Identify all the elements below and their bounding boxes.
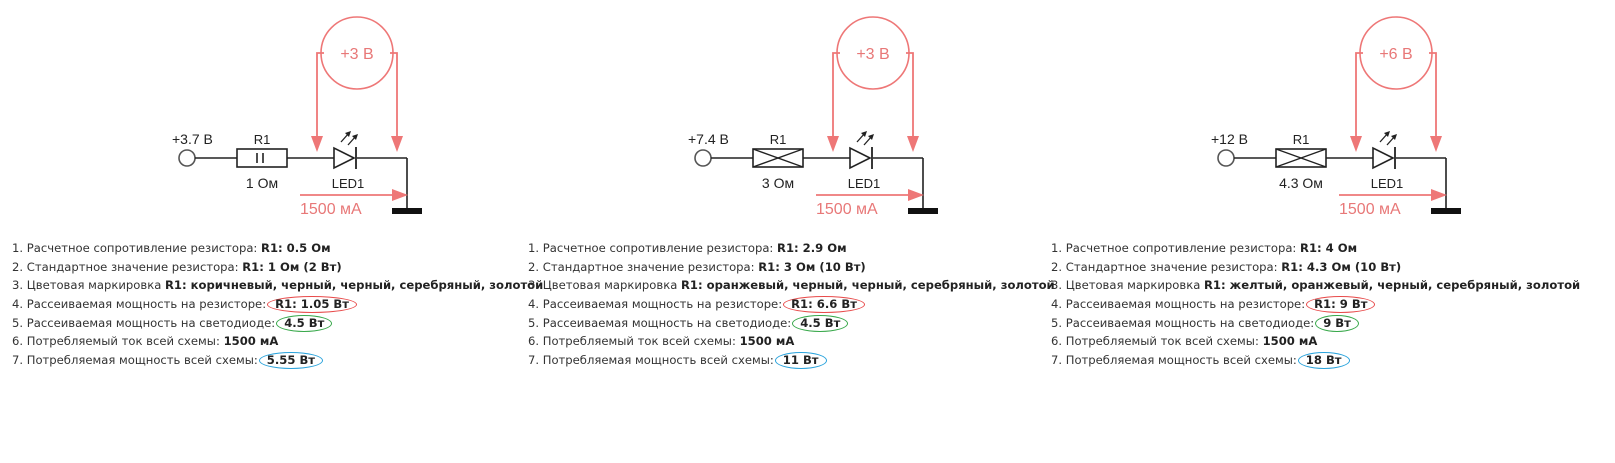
led-voltage-meter: +6 В: [1350, 16, 1442, 152]
result-item: 2. Стандартное значение резистора: R1: 4…: [1051, 259, 1402, 274]
circuit-schematic: +3 В +3.7 В: [172, 16, 422, 218]
resistor-value: 1 Ом: [246, 175, 278, 191]
resistor-symbol: [236, 148, 288, 168]
circuit-schematic: +6 В +12 В: [1211, 16, 1461, 218]
supply-voltage-label: +12 В: [1211, 131, 1248, 147]
result-item: 4. Рассеиваемая мощность на резисторе:R1…: [528, 295, 1055, 314]
led-diode-symbol: [849, 131, 874, 170]
resistor-power-highlight: R1: 6.6 Вт: [783, 296, 865, 314]
result-item: 1. Расчетное сопротивление резистора: R1…: [528, 241, 847, 255]
resistor-name: R1: [1293, 132, 1310, 147]
result-item: 5. Рассеиваемая мощность на светодиоде:4…: [528, 314, 1055, 333]
circuit-panel-3: +6 В +12 В: [1039, 0, 1580, 463]
current-label: 1500 мА: [300, 201, 362, 218]
supply-voltage-label: +3.7 В: [172, 131, 213, 147]
resistor-name: R1: [770, 132, 787, 147]
led-diode-symbol: [1372, 131, 1397, 170]
arrow-head-left: [827, 136, 839, 152]
led-voltage-label: +3 В: [856, 46, 889, 63]
led-name: LED1: [332, 176, 365, 191]
circuit-panel-1: +3 В +3.7 В: [0, 0, 543, 463]
total-power-highlight: 11 Вт: [774, 352, 827, 370]
result-item: 3. Цветовая маркировка R1: коричневый, ч…: [12, 278, 544, 293]
resistor-name: R1: [254, 132, 271, 147]
resistor-symbol: [752, 148, 804, 168]
resistor-value: 4.3 Ом: [1279, 175, 1323, 191]
result-item: 6. Потребляемый ток всей схемы: 1500 мА: [528, 334, 795, 349]
led-diode-symbol: [333, 131, 358, 170]
calc-results-list: 1. Расчетное сопротивление резистора: R1…: [12, 239, 543, 370]
led-power-highlight: 4.5 Вт: [276, 314, 333, 332]
ground-symbol: [1431, 208, 1461, 214]
circuit-panel-2: +3 В +7.4 В: [516, 0, 1055, 463]
resistor-power-highlight: R1: 9 Вт: [1306, 296, 1376, 314]
calc-results-list: 1. Расчетное сопротивление резистора: R1…: [528, 239, 1055, 370]
result-item: 3. Цветовая маркировка R1: оранжевый, че…: [528, 278, 1055, 293]
circuit-schematic: +3 В +7.4 В: [688, 16, 938, 218]
ground-symbol: [392, 208, 422, 214]
result-item: 5. Рассеиваемая мощность на светодиоде:9…: [1051, 314, 1580, 333]
result-item: 7. Потребляемая мощность всей схемы:5.55…: [12, 351, 543, 370]
total-power-highlight: 18 Вт: [1297, 352, 1350, 370]
result-item: 5. Рассеиваемая мощность на светодиоде:4…: [12, 314, 543, 333]
result-item: 4. Рассеиваемая мощность на резисторе:R1…: [12, 295, 543, 314]
led-voltage-label: +6 В: [1379, 46, 1412, 63]
current-label: 1500 мА: [1339, 201, 1401, 218]
supply-terminal: [178, 149, 196, 167]
led-name: LED1: [848, 176, 881, 191]
ground-symbol: [908, 208, 938, 214]
current-arrow: [300, 189, 408, 201]
arrow-head-left: [1350, 136, 1362, 152]
led-power-highlight: 4.5 Вт: [792, 314, 849, 332]
current-arrow: [1339, 189, 1447, 201]
resistor-symbol: [1275, 148, 1327, 168]
arrow-head-left: [311, 136, 323, 152]
calc-results-list: 1. Расчетное сопротивление резистора: R1…: [1051, 239, 1580, 370]
arrow-head-right: [907, 136, 919, 152]
result-item: 1. Расчетное сопротивление резистора: R1…: [1051, 241, 1358, 255]
arrow-head-right: [391, 136, 403, 152]
result-item: 6. Потребляемый ток всей схемы: 1500 мА: [12, 334, 279, 349]
supply-terminal: [1217, 149, 1235, 167]
result-item: 6. Потребляемый ток всей схемы: 1500 мА: [1051, 334, 1318, 349]
total-power-highlight: 5.55 Вт: [258, 352, 323, 370]
led-name: LED1: [1371, 176, 1404, 191]
current-arrow: [816, 189, 924, 201]
result-item: 7. Потребляемая мощность всей схемы:11 В…: [528, 351, 1055, 370]
current-label: 1500 мА: [816, 201, 878, 218]
arrow-head-right: [1430, 136, 1442, 152]
led-voltage-meter: +3 В: [827, 16, 919, 152]
led-voltage-meter: +3 В: [311, 16, 403, 152]
resistor-value: 3 Ом: [762, 175, 794, 191]
result-item: 7. Потребляемая мощность всей схемы:18 В…: [1051, 351, 1580, 370]
supply-voltage-label: +7.4 В: [688, 131, 729, 147]
resistor-power-highlight: R1: 1.05 Вт: [267, 296, 357, 314]
result-item: 2. Стандартное значение резистора: R1: 3…: [528, 259, 866, 274]
led-power-highlight: 9 Вт: [1315, 314, 1359, 332]
result-item: 3. Цветовая маркировка R1: желтый, оранж…: [1051, 278, 1581, 293]
supply-terminal: [694, 149, 712, 167]
result-item: 4. Рассеиваемая мощность на резисторе:R1…: [1051, 295, 1580, 314]
result-item: 2. Стандартное значение резистора: R1: 1…: [12, 259, 342, 274]
result-item: 1. Расчетное сопротивление резистора: R1…: [12, 241, 331, 255]
led-voltage-label: +3 В: [340, 46, 373, 63]
